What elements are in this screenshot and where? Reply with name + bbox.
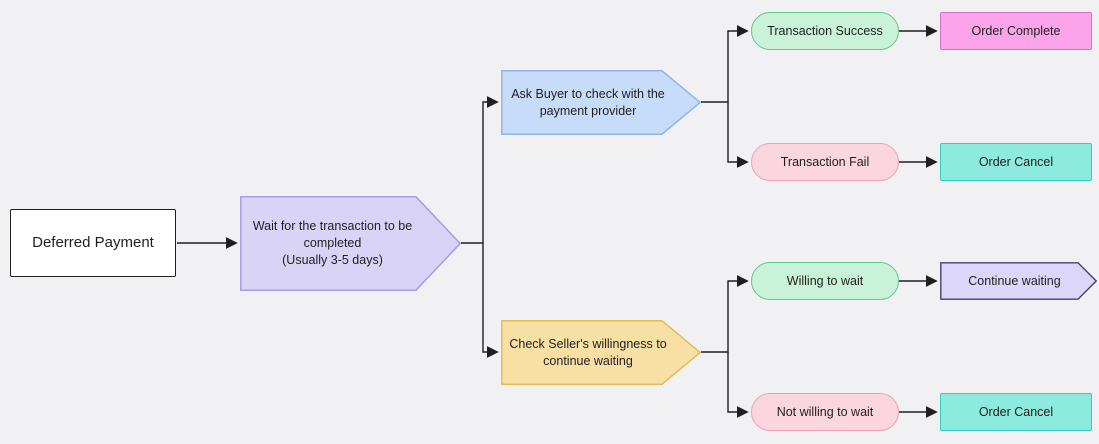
order-cancel-bottom-node[interactable]: Order Cancel bbox=[940, 393, 1092, 431]
check-seller-label: Check Seller's willingness to continue w… bbox=[509, 336, 667, 368]
pentagon-shape bbox=[940, 262, 1097, 300]
transaction-fail-node[interactable]: Transaction Fail bbox=[751, 143, 899, 181]
order-cancel-top-label: Order Cancel bbox=[978, 154, 1054, 169]
order-cancel-top-node[interactable]: Order Cancel bbox=[940, 143, 1092, 181]
wait-label: Wait for the transaction to be completed… bbox=[252, 219, 413, 267]
ask-buyer-label: Ask Buyer to check with the payment prov… bbox=[511, 86, 665, 118]
willing-to-wait-node[interactable]: Willing to wait bbox=[751, 262, 899, 300]
transaction-success-label: Transaction Success bbox=[767, 23, 883, 38]
transaction-fail-label: Transaction Fail bbox=[780, 154, 870, 169]
deferred-payment-label: Deferred Payment bbox=[32, 233, 154, 251]
transaction-success-node[interactable]: Transaction Success bbox=[751, 12, 899, 50]
order-cancel-bottom-label: Order Cancel bbox=[978, 404, 1054, 419]
wait-node[interactable]: Wait for the transaction to be completed… bbox=[240, 196, 461, 291]
willing-to-wait-label: Willing to wait bbox=[786, 273, 864, 288]
deferred-payment-node[interactable]: Deferred Payment bbox=[10, 209, 176, 277]
continue-waiting-node[interactable]: Continue waiting bbox=[940, 262, 1097, 300]
order-complete-node[interactable]: Order Complete bbox=[940, 12, 1092, 50]
pentagon-shape bbox=[240, 196, 461, 291]
order-complete-label: Order Complete bbox=[971, 23, 1061, 38]
pentagon-shape bbox=[501, 70, 701, 135]
ask-buyer-node[interactable]: Ask Buyer to check with the payment prov… bbox=[501, 70, 701, 135]
not-willing-to-wait-node[interactable]: Not willing to wait bbox=[751, 393, 899, 431]
not-willing-to-wait-label: Not willing to wait bbox=[776, 404, 874, 419]
pentagon-shape bbox=[501, 320, 701, 385]
check-seller-node[interactable]: Check Seller's willingness to continue w… bbox=[501, 320, 701, 385]
continue-waiting-label: Continue waiting bbox=[968, 273, 1061, 288]
